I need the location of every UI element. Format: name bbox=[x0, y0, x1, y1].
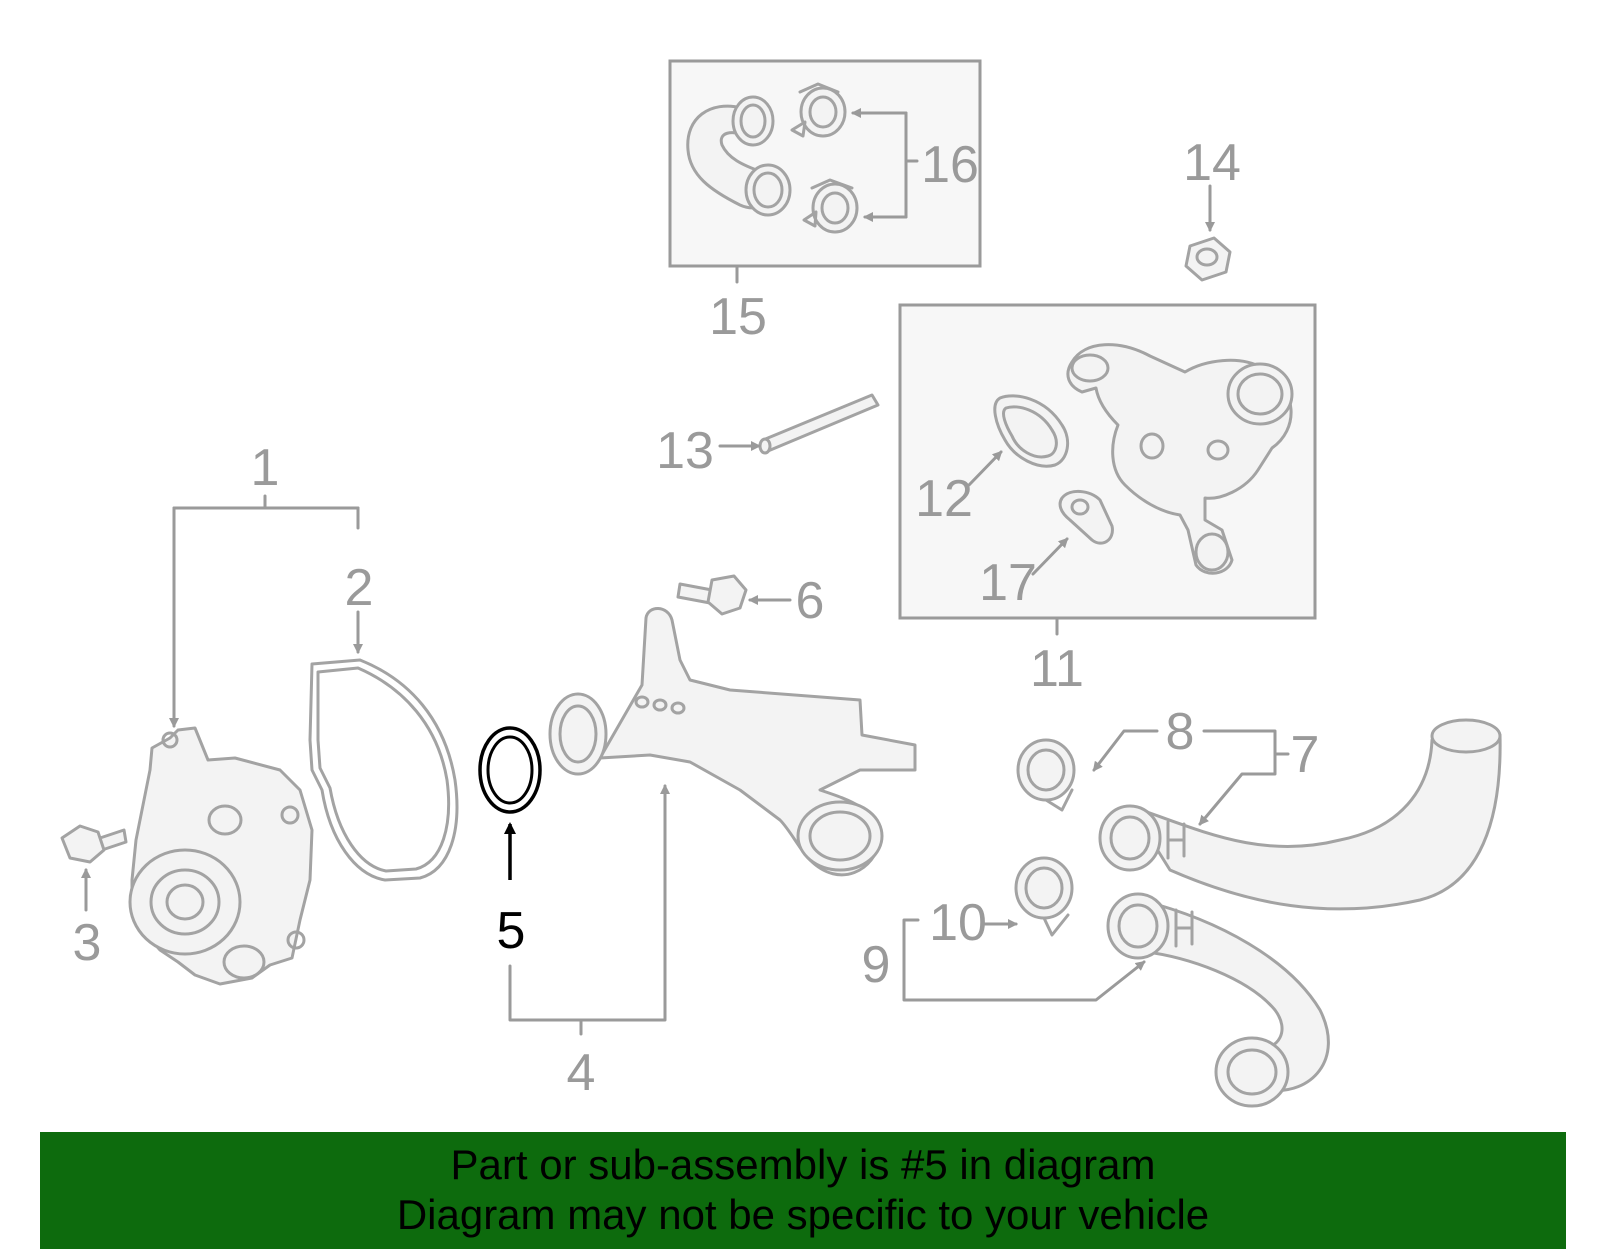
upper-hose-icon bbox=[686, 95, 792, 217]
radiator-hose-icon bbox=[1106, 892, 1330, 1108]
thermostat-housing-box bbox=[898, 303, 1317, 620]
callout-10: 10 bbox=[929, 894, 987, 952]
callout-16: 16 bbox=[921, 136, 979, 194]
hose-clamp-icon bbox=[1016, 738, 1076, 812]
sensor-icon bbox=[1058, 490, 1114, 545]
callout-5-highlighted: 5 bbox=[497, 902, 526, 960]
leader-line bbox=[967, 450, 1003, 487]
leader-line bbox=[508, 784, 670, 1022]
banner-disclaimer: Diagram may not be specific to your vehi… bbox=[396, 1191, 1210, 1238]
coolant-pipe-icon bbox=[548, 607, 917, 877]
callout-6: 6 bbox=[796, 572, 825, 630]
nut-icon bbox=[1184, 236, 1232, 282]
callout-9: 9 bbox=[862, 936, 891, 994]
gasket-icon bbox=[993, 394, 1070, 468]
parts-diagram: 1 2 3 4 5 6 7 8 9 10 11 12 13 14 15 16 1… bbox=[60, 59, 1502, 1108]
callout-12: 12 bbox=[915, 470, 973, 528]
hose-clamp-icon bbox=[802, 178, 859, 234]
radiator-hose-icon bbox=[1098, 718, 1502, 911]
callout-11: 11 bbox=[1030, 640, 1084, 698]
leader-line bbox=[902, 918, 920, 962]
water-pump-icon bbox=[128, 726, 314, 986]
hose-kit-box bbox=[668, 59, 982, 268]
callout-4: 4 bbox=[567, 1044, 596, 1102]
callout-1: 1 bbox=[251, 439, 280, 497]
leader-line bbox=[1031, 537, 1069, 576]
leader-line bbox=[1092, 729, 1159, 772]
info-banner: Part or sub-assembly is #5 in diagram Di… bbox=[40, 1132, 1566, 1249]
callout-17: 17 bbox=[979, 554, 1037, 612]
callout-14: 14 bbox=[1183, 134, 1241, 192]
callout-3: 3 bbox=[73, 914, 102, 972]
callout-8: 8 bbox=[1166, 703, 1195, 761]
banner-part-note: Part or sub-assembly is #5 in diagram bbox=[450, 1141, 1156, 1188]
leader-line bbox=[1198, 729, 1277, 826]
leader-line bbox=[902, 958, 1146, 1002]
callout-2: 2 bbox=[345, 559, 374, 617]
hose-clamp-icon bbox=[1014, 856, 1074, 937]
callout-7: 7 bbox=[1291, 726, 1320, 784]
callout-13: 13 bbox=[656, 422, 714, 480]
pump-gasket-icon bbox=[308, 658, 459, 882]
stud-icon bbox=[758, 393, 880, 455]
o-ring-icon bbox=[478, 726, 542, 814]
hose-clamp-icon bbox=[790, 82, 847, 138]
thermostat-housing-icon bbox=[1066, 343, 1294, 575]
bolt-icon bbox=[60, 824, 128, 864]
bolt-icon bbox=[676, 574, 748, 616]
callout-15: 15 bbox=[709, 288, 767, 346]
